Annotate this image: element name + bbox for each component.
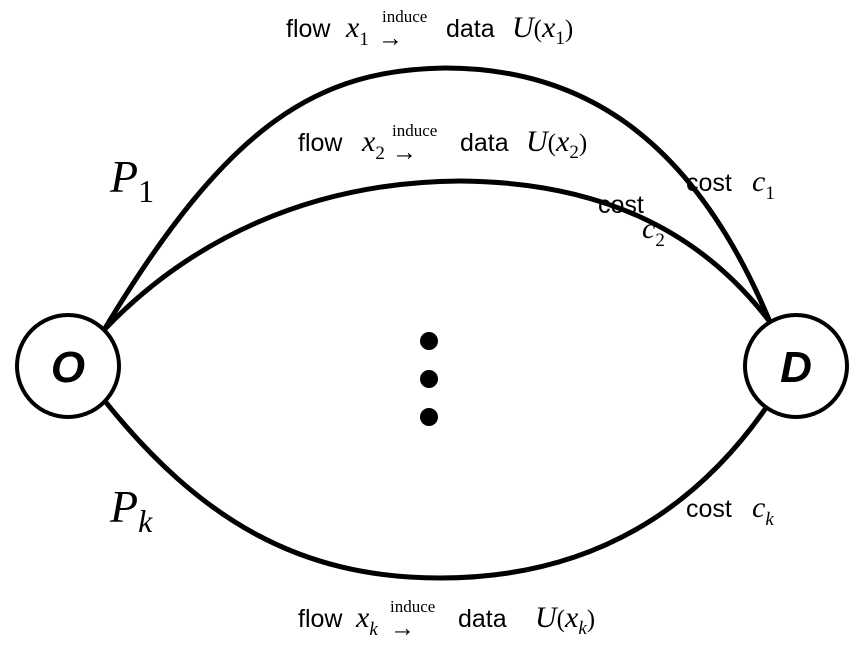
- path-2-edge: [102, 178, 772, 332]
- svg-text:cost: cost: [686, 495, 732, 523]
- svg-text:data: data: [460, 129, 509, 157]
- svg-text:→: →: [390, 614, 415, 642]
- svg-text:cost: cost: [686, 169, 732, 197]
- svg-text:data: data: [446, 15, 495, 43]
- path-1-edge: [101, 65, 773, 332]
- destination-label: D: [780, 343, 812, 392]
- svg-text:→: →: [392, 138, 417, 166]
- origin-label: O: [51, 343, 85, 392]
- origin-node: [15, 313, 121, 419]
- ellipsis-dot: [420, 370, 438, 388]
- path-1-cost-label: cost c1: [686, 165, 775, 204]
- svg-text:induce: induce: [390, 597, 435, 616]
- path-k-edge: [102, 398, 773, 581]
- path-2-cost-label: cost c2: [598, 191, 665, 251]
- svg-text:c1: c1: [752, 165, 775, 204]
- svg-text:ck: ck: [752, 491, 774, 530]
- svg-text:flow: flow: [298, 129, 343, 157]
- svg-text:data: data: [458, 605, 507, 633]
- svg-text:induce: induce: [382, 7, 427, 26]
- svg-text:flow: flow: [286, 15, 331, 43]
- svg-text:cost: cost: [598, 191, 644, 219]
- path-1-name: P1: [109, 151, 154, 209]
- ellipsis-dot: [420, 408, 438, 426]
- path-k-name: Pk: [109, 481, 153, 539]
- path-k-cost-label: cost ck: [686, 491, 774, 530]
- svg-text:induce: induce: [392, 121, 437, 140]
- svg-text:x2: x2: [361, 125, 385, 164]
- path-2-flow-label: flow x2 induce → data U(x2): [298, 121, 587, 166]
- svg-text:c2: c2: [642, 212, 665, 251]
- ellipsis-dot: [420, 332, 438, 350]
- path-k-flow-label: flow xk induce → data U(xk): [298, 597, 595, 642]
- svg-text:U(x1): U(x1): [512, 11, 573, 49]
- svg-text:U(x2): U(x2): [526, 125, 587, 163]
- svg-text:flow: flow: [298, 605, 343, 633]
- destination-node: [743, 313, 849, 419]
- svg-text:U(xk): U(xk): [535, 601, 595, 639]
- svg-text:x1: x1: [345, 11, 369, 50]
- path-1-flow-label: flow x1 induce → data U(x1): [286, 7, 573, 52]
- svg-text:xk: xk: [355, 601, 378, 640]
- svg-text:→: →: [378, 24, 403, 52]
